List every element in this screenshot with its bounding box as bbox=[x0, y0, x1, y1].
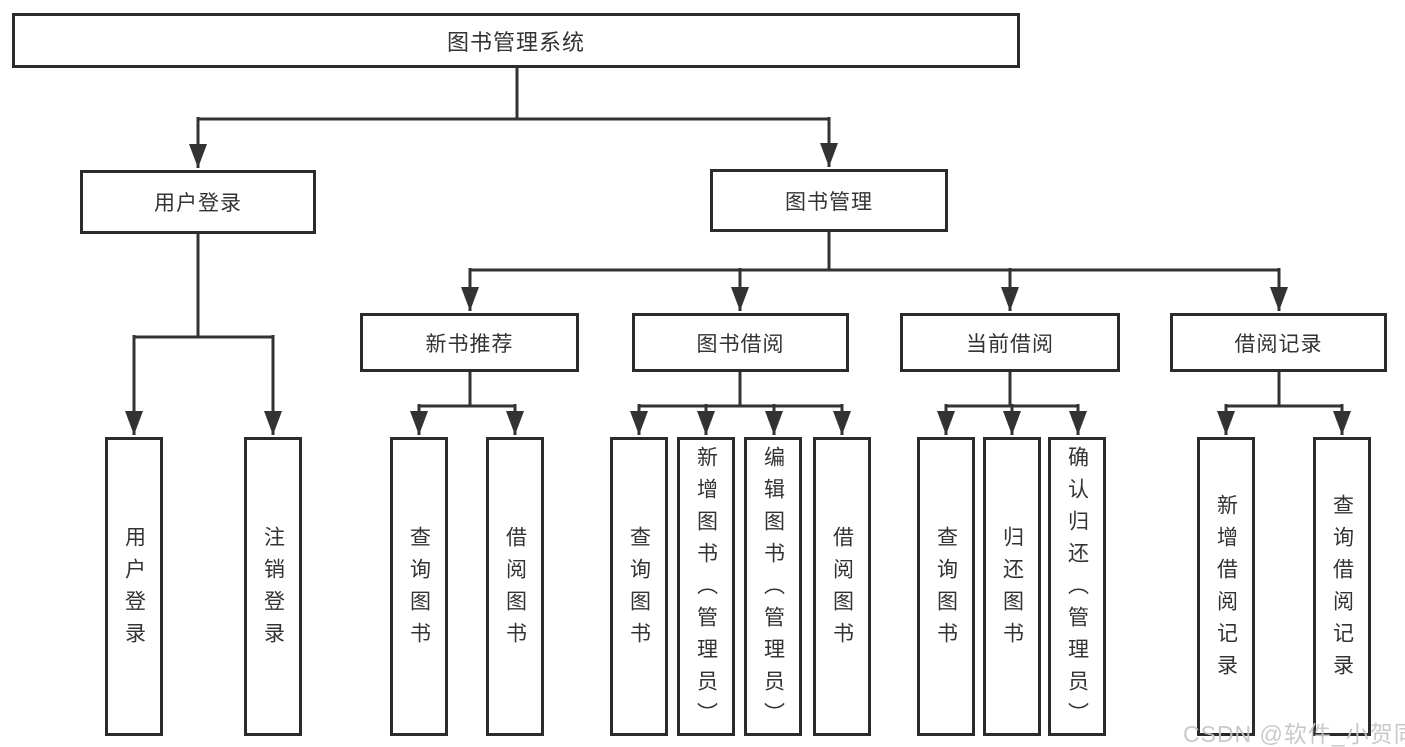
leaf-confirm-return-admin: 确认归还（管理员） bbox=[1048, 437, 1106, 736]
leaf-return-book: 归还图书 bbox=[983, 437, 1041, 736]
node-book-management: 图书管理 bbox=[710, 169, 948, 232]
connector-records-children bbox=[1217, 372, 1351, 435]
leaf-query-books-newbooks: 查询图书 bbox=[390, 437, 448, 736]
csdn-watermark: CSDN @软件_小贺同学 bbox=[1183, 721, 1405, 747]
leaf-query-books-current: 查询图书 bbox=[917, 437, 975, 736]
leaf-query-books-borrow: 查询图书 bbox=[610, 437, 668, 736]
leaf-add-borrow-record: 新增借阅记录 bbox=[1197, 437, 1255, 736]
connector-current-children bbox=[937, 372, 1087, 435]
node-current-borrow: 当前借阅 bbox=[900, 313, 1120, 372]
node-new-book-recommend: 新书推荐 bbox=[360, 313, 579, 372]
leaf-logout: 注销登录 bbox=[244, 437, 302, 736]
connector-new-books-children bbox=[410, 372, 524, 435]
leaf-edit-book-admin: 编辑图书（管理员） bbox=[744, 437, 802, 736]
connector-user-login-children bbox=[125, 234, 282, 435]
leaf-query-borrow-record: 查询借阅记录 bbox=[1313, 437, 1371, 736]
leaf-borrow-books-borrow: 借阅图书 bbox=[813, 437, 871, 736]
node-book-borrow: 图书借阅 bbox=[632, 313, 849, 372]
leaf-add-book-admin: 新增图书（管理员） bbox=[677, 437, 735, 736]
node-user-login: 用户登录 bbox=[80, 170, 316, 234]
leaf-borrow-books-newbooks: 借阅图书 bbox=[486, 437, 544, 736]
node-borrow-records: 借阅记录 bbox=[1170, 313, 1387, 372]
node-root: 图书管理系统 bbox=[12, 13, 1020, 68]
leaf-user-login: 用户登录 bbox=[105, 437, 163, 736]
connector-book-mgmt-children bbox=[461, 232, 1288, 311]
connector-root-to-level2 bbox=[189, 68, 838, 168]
connector-borrow-children bbox=[630, 372, 851, 435]
